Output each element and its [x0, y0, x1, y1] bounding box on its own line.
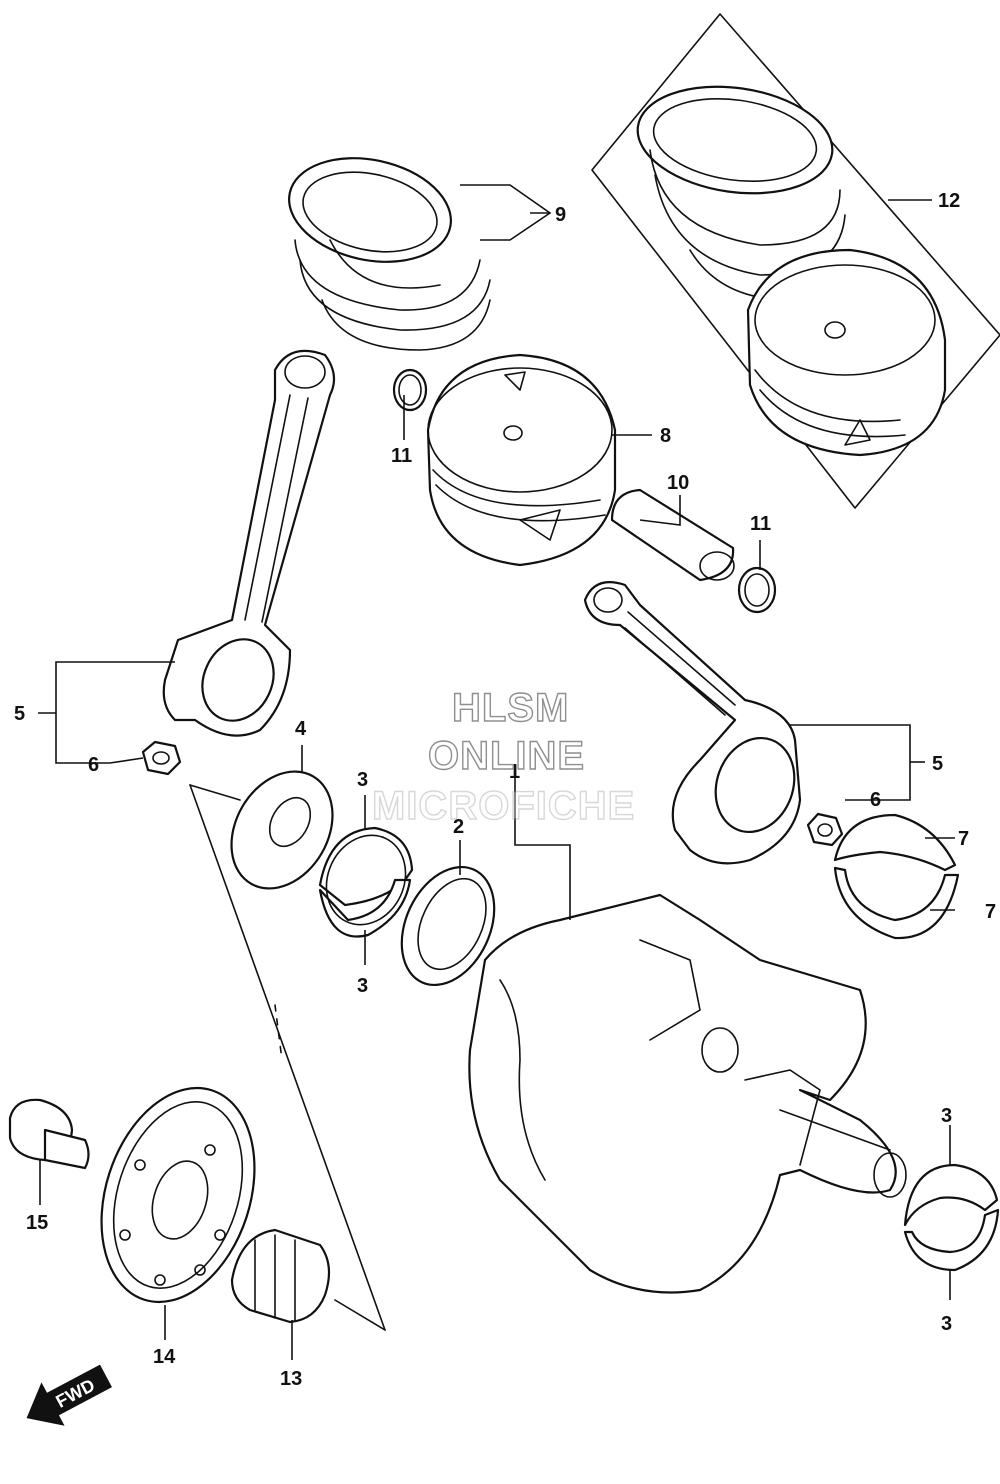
- callout-4: 4: [295, 718, 307, 740]
- callout-2: 2: [453, 816, 464, 838]
- conrod-bearing-part-7[interactable]: [833, 813, 960, 940]
- watermark-line-1: HLSM: [451, 685, 570, 730]
- crankshaft-part-1[interactable]: [468, 893, 907, 1294]
- connecting-rod-part-5-left[interactable]: [162, 349, 336, 737]
- callout-6-left: 6: [88, 754, 99, 776]
- callout-5-right: 5: [932, 753, 943, 775]
- callout-6-right: 6: [870, 789, 881, 811]
- callout-3-lower-b: 3: [941, 1313, 952, 1335]
- bolt-part-15[interactable]: [8, 1098, 90, 1170]
- thrust-bearing-part-2[interactable]: [384, 852, 513, 1000]
- callout-5-left: 5: [14, 703, 25, 725]
- assembly-guide-lines: [189, 784, 386, 1331]
- callout-14: 14: [153, 1346, 176, 1368]
- nut-part-6-left[interactable]: [141, 740, 182, 776]
- callout-1: 1: [509, 761, 520, 783]
- callout-11-left: 11: [391, 445, 412, 467]
- circlip-part-11-right[interactable]: [737, 566, 777, 614]
- callout-3-upper-b: 3: [357, 975, 368, 997]
- arrow-down-left-icon: [26, 1364, 112, 1426]
- piston-kit-part-12[interactable]: [591, 13, 1000, 509]
- nut-part-6-right[interactable]: [806, 812, 844, 847]
- piston-rings-part-9[interactable]: [279, 144, 491, 351]
- callout-7-a: 7: [958, 828, 969, 850]
- callout-15: 15: [26, 1212, 48, 1234]
- primary-gear-part-14[interactable]: [76, 1068, 281, 1322]
- crank-gear-part-13[interactable]: [230, 1228, 331, 1324]
- piston-part-8[interactable]: [426, 353, 617, 567]
- callout-11-right: 11: [750, 513, 771, 535]
- piston-pin-part-10[interactable]: [610, 488, 735, 582]
- callout-9: 9: [555, 204, 566, 226]
- callout-13: 13: [280, 1368, 302, 1390]
- connecting-rod-part-5-right[interactable]: [583, 581, 807, 865]
- callout-3-lower-a: 3: [941, 1105, 952, 1127]
- fwd-badge: FWD: [26, 1364, 112, 1426]
- callout-10: 10: [667, 472, 689, 494]
- watermark-line-2: ONLINE: [427, 733, 586, 778]
- watermark-line-3: MICROFICHE: [371, 783, 636, 828]
- leader-lines: [38, 184, 955, 1360]
- crank-bearing-part-3-lower[interactable]: [903, 1163, 1000, 1272]
- callout-8: 8: [660, 425, 671, 447]
- crank-bearing-part-3-upper[interactable]: [312, 822, 420, 938]
- thrust-washer-part-4[interactable]: [211, 753, 353, 906]
- circlip-part-11-left[interactable]: [392, 368, 428, 412]
- callout-7-b: 7: [985, 901, 996, 923]
- callout-12: 12: [938, 190, 960, 212]
- callout-3-upper-a: 3: [357, 769, 368, 791]
- callout-numbers: 1 2 3 3 3 3 4 5 5 6 6 7 7 8 9 10 11 11 1…: [14, 190, 996, 1390]
